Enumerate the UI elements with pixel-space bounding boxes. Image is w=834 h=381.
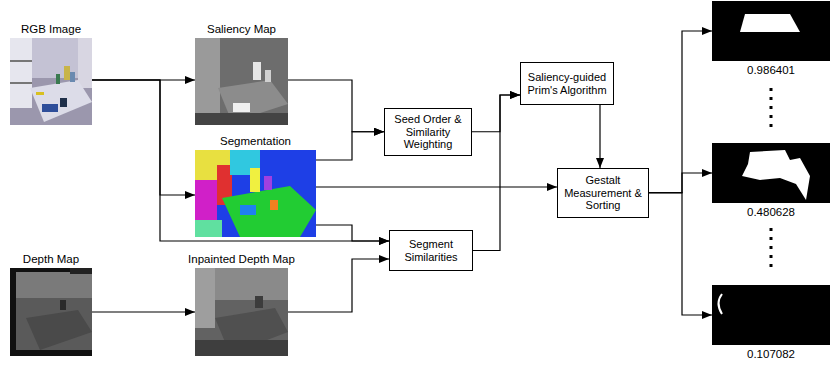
connector-arrow xyxy=(288,80,384,132)
score-label: 0.107082 xyxy=(747,348,795,361)
mask-image: 0.986401 xyxy=(712,1,830,61)
connector-arrow xyxy=(599,105,600,168)
process-label: Seed Order & Similarity Weighting xyxy=(388,113,468,151)
segmentation-image: Segmentation xyxy=(195,150,316,237)
process-box: Seed Order & Similarity Weighting xyxy=(384,108,472,156)
image-caption: RGB Image xyxy=(21,23,81,36)
mask-image: 0.480628 xyxy=(712,143,830,203)
connector-arrow xyxy=(649,193,712,315)
depth-picture xyxy=(10,268,92,356)
connector-arrow xyxy=(92,80,195,195)
process-label: Segment Similarities xyxy=(393,238,469,263)
process-box: Gestalt Measurement & Sorting xyxy=(557,168,649,218)
connector-arrow xyxy=(649,31,712,193)
process-box: Segment Similarities xyxy=(389,230,473,271)
score-label: 0.480628 xyxy=(747,206,795,219)
mask-image: 0.107082 xyxy=(712,285,830,345)
connector-arrow xyxy=(473,95,520,251)
ellipsis-dots xyxy=(771,88,772,272)
connector-arrow xyxy=(92,311,195,312)
image-caption: Inpainted Depth Map xyxy=(188,253,295,266)
rgb-image: RGB Image xyxy=(10,38,92,125)
process-label: Saliency-guided Prim's Algorithm xyxy=(524,71,610,96)
connector-arrow xyxy=(316,225,389,241)
mask-pictures xyxy=(712,1,830,345)
score-label: 0.986401 xyxy=(747,64,795,77)
image-caption: Saliency Map xyxy=(207,23,276,36)
segmentation-picture xyxy=(195,150,316,237)
depth-image: Depth Map xyxy=(10,268,92,356)
inpainted-depth-picture xyxy=(195,268,288,356)
connector-arrow xyxy=(316,186,557,187)
image-caption: Depth Map xyxy=(23,253,79,266)
connector-arrow xyxy=(649,173,712,193)
connector-arrow xyxy=(316,132,384,160)
image-caption: Segmentation xyxy=(220,135,291,148)
saliency-picture xyxy=(195,38,288,125)
rgb-photo xyxy=(10,38,92,125)
saliency-image: Saliency Map xyxy=(195,38,288,125)
connector-arrow xyxy=(288,259,389,312)
depth-image: Inpainted Depth Map xyxy=(195,268,288,356)
connector-arrow xyxy=(472,95,520,132)
connector-arrow xyxy=(92,80,389,241)
process-label: Gestalt Measurement & Sorting xyxy=(561,174,645,212)
process-box: Saliency-guided Prim's Algorithm xyxy=(520,62,614,105)
